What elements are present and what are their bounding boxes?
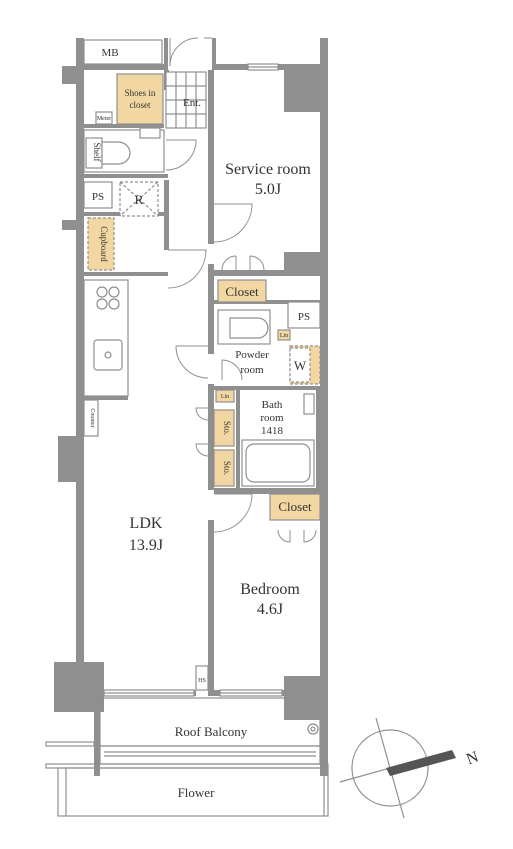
bath-room-size: 1418 [261,425,284,437]
bedroom-label: Bedroom [240,581,300,598]
meter-label: Meter [97,116,111,122]
shoes-closet-label-2: closet [130,100,151,110]
bedroom-closet-label: Closet [278,499,312,514]
flower-label: Flower [178,785,216,800]
bath-room-label: Bath [262,399,283,411]
compass-ring [351,729,429,807]
ldk-label: LDK [130,515,163,532]
mb-label: MB [101,47,118,59]
storage-upper-label: Sto. [222,421,232,435]
labels: MB Shoes in closet Ent. Meter Shelf PS R… [89,47,481,800]
bedroom-size: 4.6J [257,601,283,618]
columns [54,252,328,720]
compass [339,717,456,819]
north-arrow-icon [386,750,456,776]
refrigerator-label: R [135,192,144,207]
cupboard-label: Cupboard [99,226,109,262]
windows [103,63,283,697]
service-closet-label: Closet [225,284,259,299]
doors [165,37,317,543]
storage-lower-label: Sto. [222,461,232,475]
balcony [45,697,329,817]
ldk-size: 13.9J [129,537,163,554]
powder-room-label-2: room [240,364,264,376]
north-label: N [464,748,481,768]
ps-right-label: PS [298,311,310,323]
service-room-size: 5.0J [255,181,281,198]
bath-room-label-2: room [260,412,284,424]
lin-lower-label: Lin [221,394,229,400]
roof-balcony-label: Roof Balcony [175,724,248,739]
shelf-label: Shelf [92,143,102,162]
interior-walls [84,70,320,696]
powder-room-label: Powder [235,349,269,361]
fixtures [83,39,321,691]
entrance-label: Ent. [183,97,201,109]
service-room-label: Service room [225,161,311,178]
washer-label: W [294,358,307,373]
hs-label: HS [198,678,206,684]
shoes-closet-label: Shoes in [125,88,156,98]
counter-label: Counter [89,408,95,427]
lin-upper-label: Lin [280,333,288,339]
ps-left-label: PS [92,191,104,203]
